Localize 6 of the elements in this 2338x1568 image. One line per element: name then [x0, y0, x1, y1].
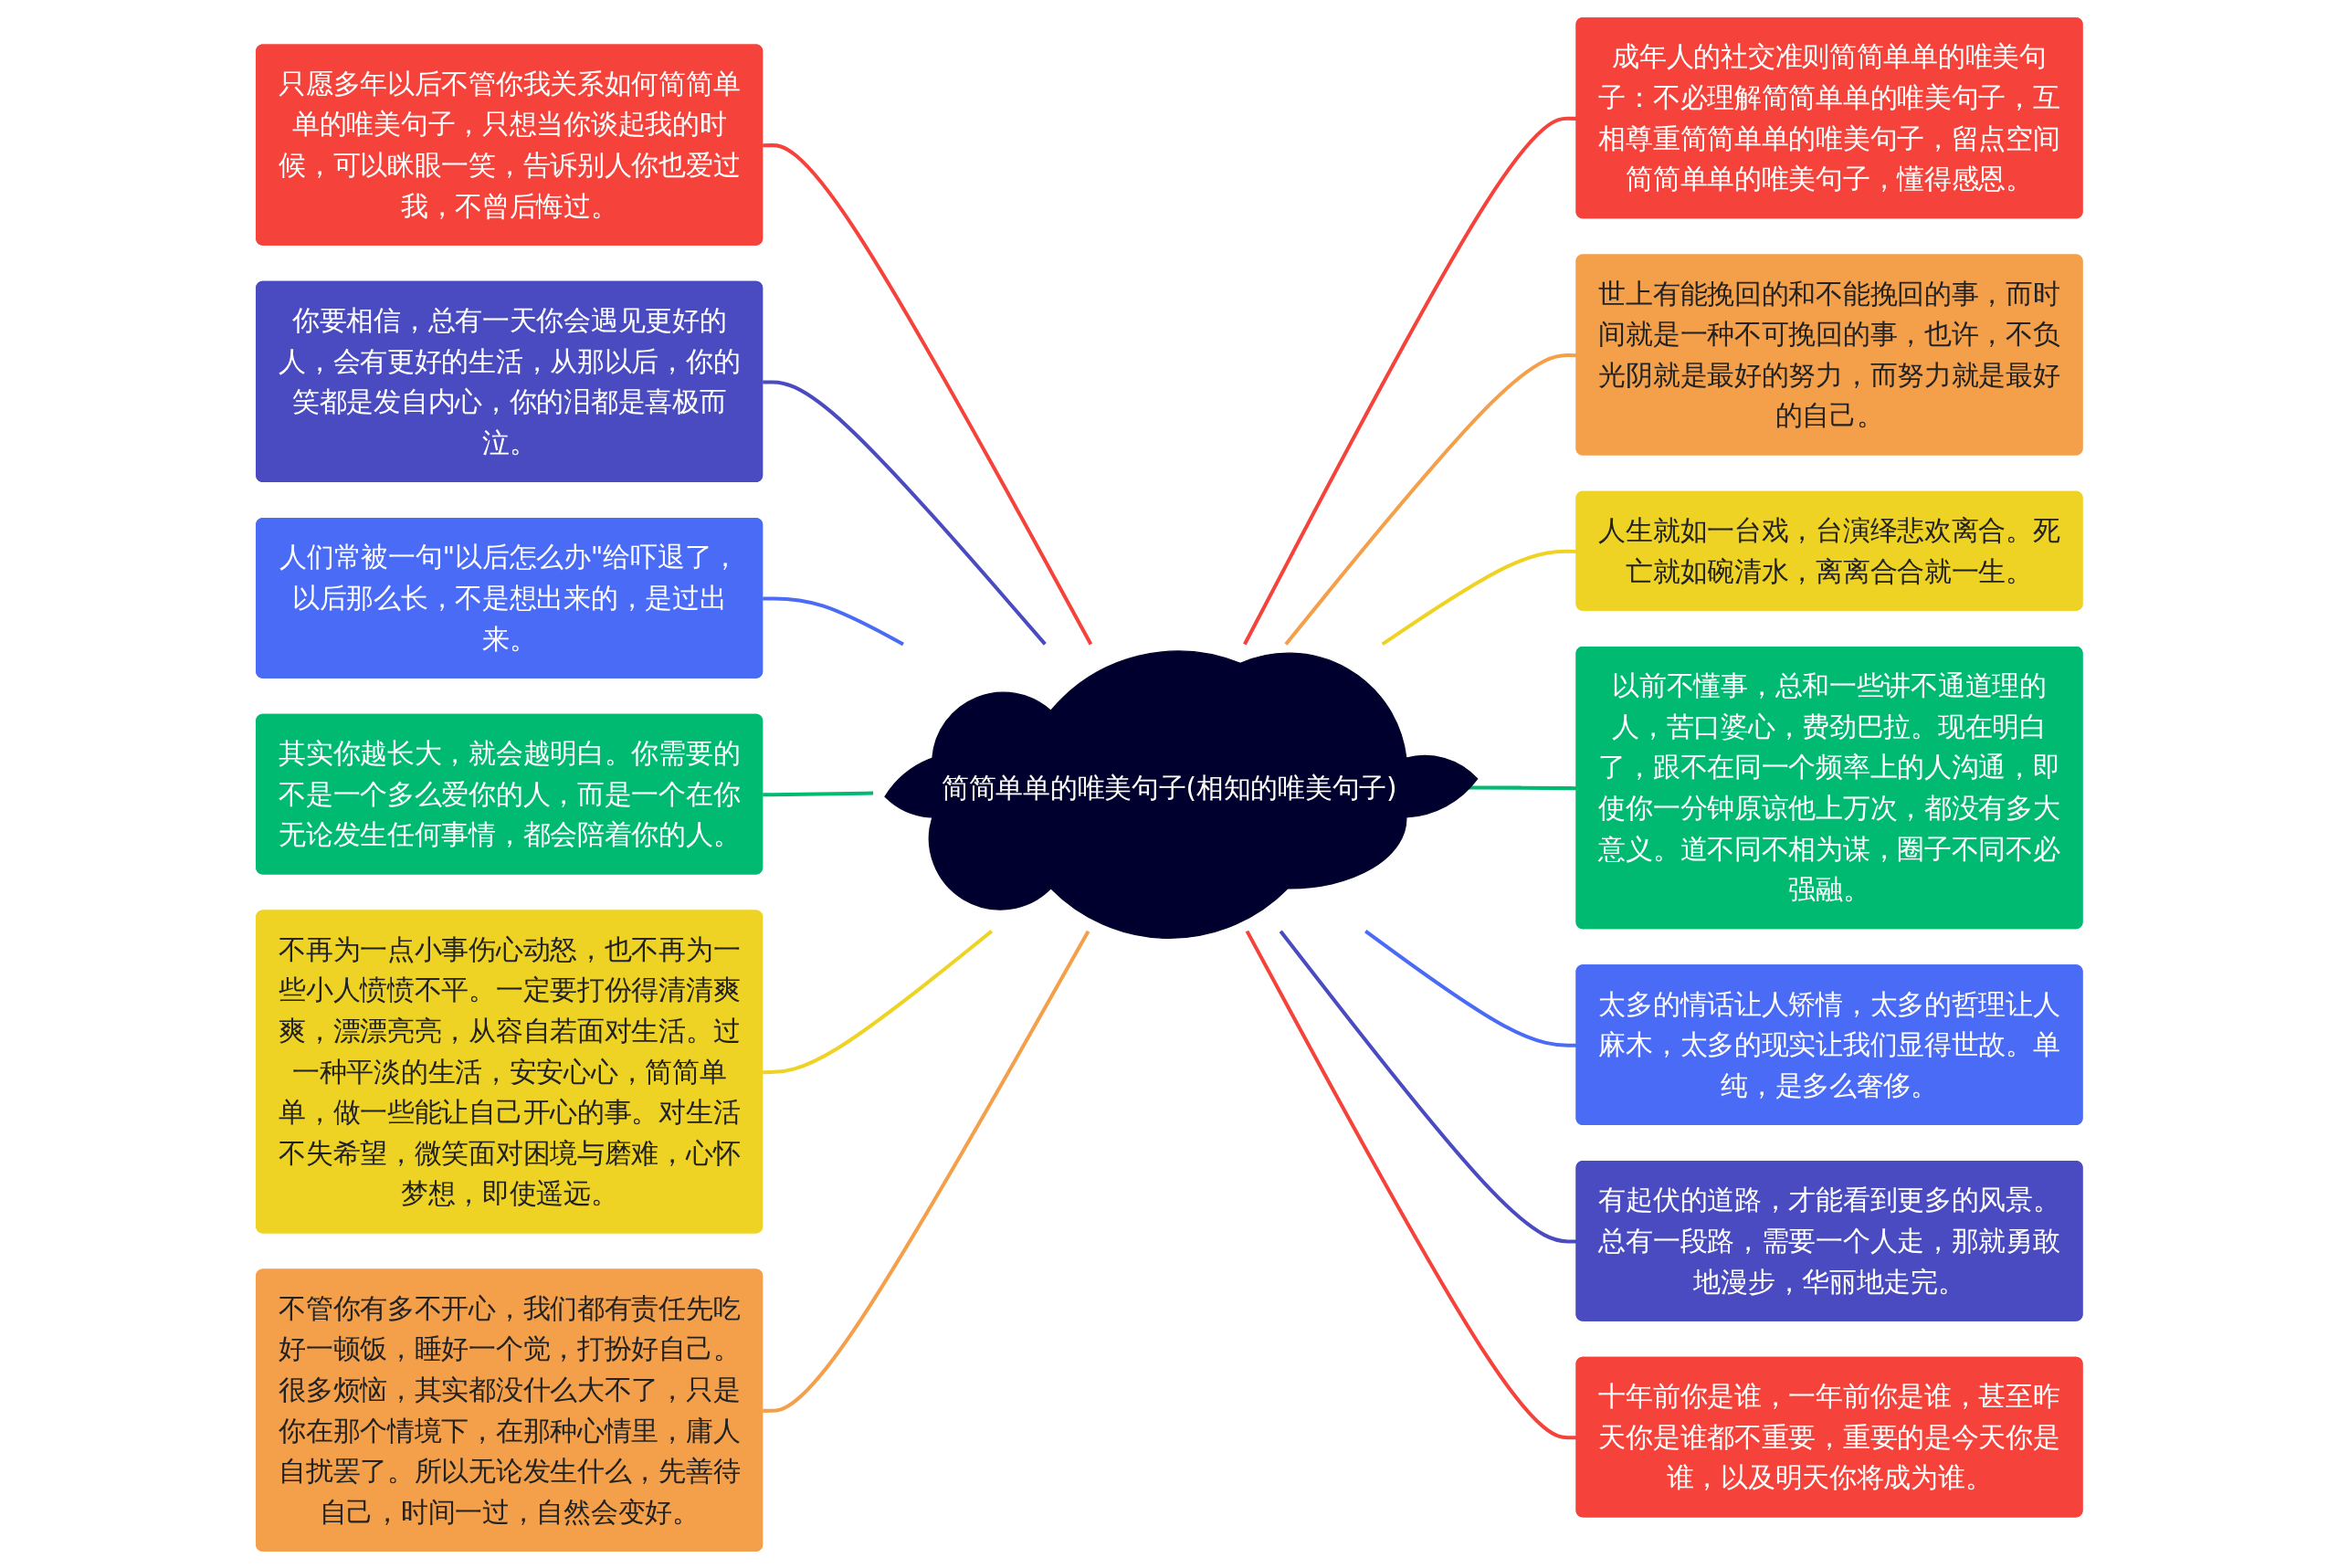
- connector: [762, 929, 993, 1074]
- connector: [762, 142, 1092, 645]
- connector: [762, 595, 904, 646]
- connector: [762, 791, 873, 796]
- connector: [762, 930, 1090, 1413]
- connector: [762, 379, 1047, 646]
